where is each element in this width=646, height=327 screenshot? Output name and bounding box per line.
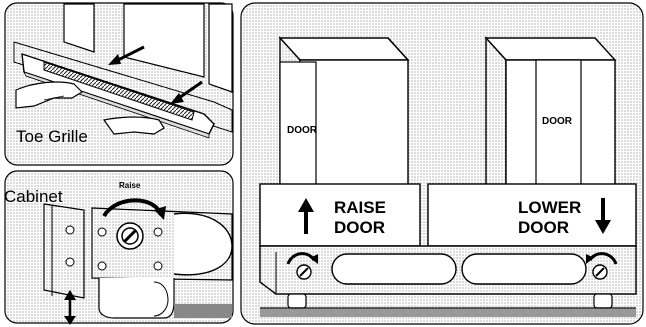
- lower-door-line1: LOWER: [518, 198, 581, 217]
- toe-grille-illustration: Toe Grille: [4, 2, 234, 167]
- hinge-slot: [462, 254, 586, 284]
- raise-label: Raise: [119, 181, 141, 190]
- lower-door-line2: DOOR: [518, 218, 569, 237]
- left-door-label: DOOR: [287, 125, 318, 136]
- hinge-slot: [332, 254, 456, 284]
- raise-door-line2: DOOR: [334, 218, 385, 237]
- right-door-label: DOOR: [542, 116, 573, 127]
- raise-door-line1: RAISE: [334, 198, 386, 217]
- leveling-screw-icon: [117, 223, 143, 249]
- hand-icon: [104, 117, 164, 134]
- toe-grille-label: Toe Grille: [16, 127, 88, 146]
- cabinet-leveling-illustration: Cabinet Raise: [4, 170, 234, 325]
- cabinet-label: Cabinet: [4, 187, 63, 206]
- door-adjustment-illustration: DOOR DOOR RAISE DOOR LOWER DOOR: [240, 2, 644, 325]
